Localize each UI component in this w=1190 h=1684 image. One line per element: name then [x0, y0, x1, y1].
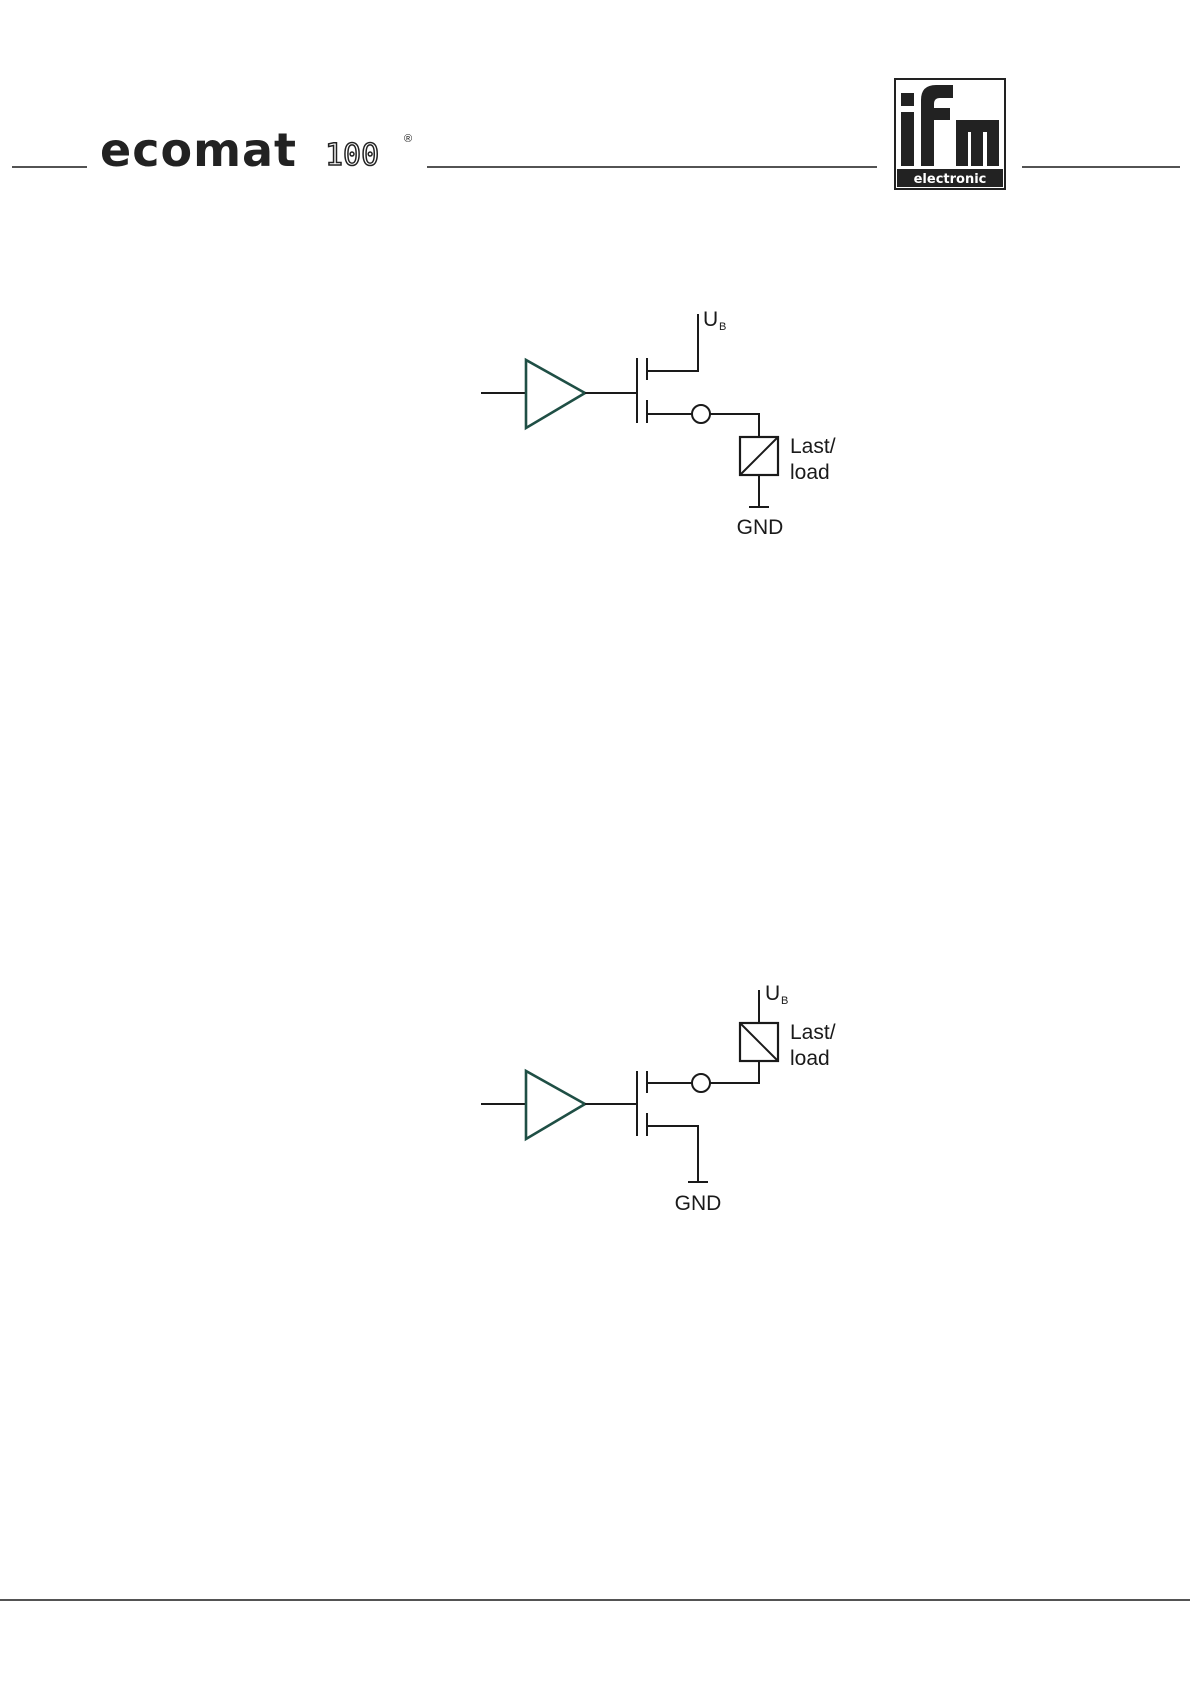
load-label-line1: Last/: [790, 435, 836, 458]
brand-name: ecomat: [100, 123, 297, 177]
brand-number: 100: [325, 138, 379, 173]
supply-subscript: B: [781, 995, 788, 1007]
load-wire-top: [710, 414, 759, 437]
ifm-i-dot: [901, 93, 914, 106]
supply-wire: [647, 314, 698, 371]
output-terminal: [692, 405, 710, 423]
circuit-diagram-low-side: U B Last/ load GND: [481, 982, 836, 1215]
load-wire-bottom: [710, 1061, 759, 1083]
ifm-word: electronic: [914, 172, 987, 187]
ifm-i-stem: [901, 112, 914, 166]
load-label-line2: load: [790, 1047, 830, 1070]
ecomat-logo: ecomat 100 ®: [100, 123, 412, 177]
circuit-diagram-high-side: U B Last/ load GND: [481, 308, 836, 539]
page-header: ecomat 100 ® electronic: [12, 79, 1180, 189]
registered-mark: ®: [404, 133, 412, 145]
ground-label: GND: [675, 1192, 722, 1215]
supply-label: U: [765, 982, 780, 1005]
ifm-m: [956, 120, 999, 166]
ifm-logo: electronic: [895, 79, 1005, 189]
amplifier-triangle: [526, 1071, 585, 1139]
ground-wire: [647, 1126, 698, 1182]
amplifier-triangle: [526, 360, 585, 428]
supply-label: U: [703, 308, 718, 331]
load-label-line1: Last/: [790, 1021, 836, 1044]
load-label-line2: load: [790, 461, 830, 484]
supply-subscript: B: [719, 321, 726, 333]
ground-label: GND: [737, 516, 784, 539]
output-terminal: [692, 1074, 710, 1092]
